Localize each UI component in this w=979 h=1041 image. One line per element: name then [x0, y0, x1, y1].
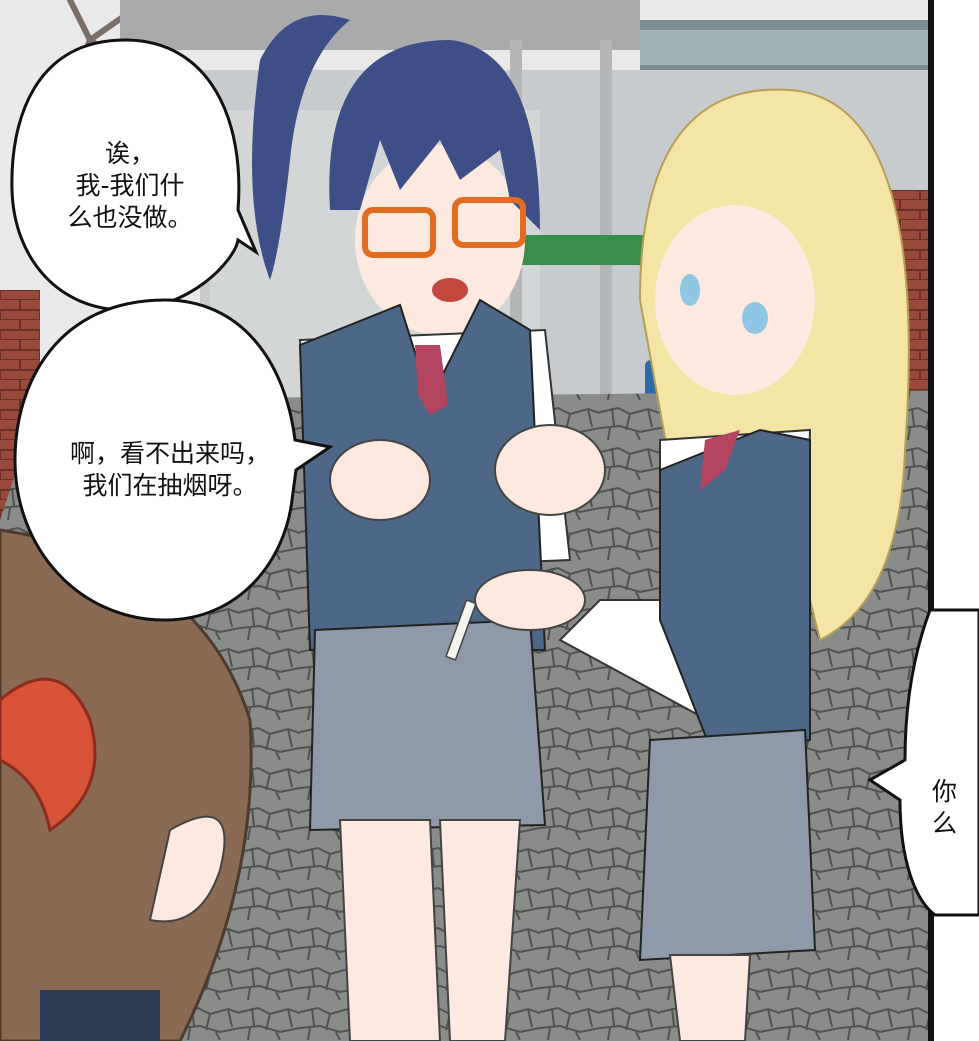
hand [474, 569, 586, 631]
speech-bubble-3 [867, 608, 979, 917]
legs [338, 819, 522, 1041]
building-window-band [640, 30, 979, 65]
face [355, 145, 525, 335]
open-hand [494, 424, 606, 516]
cigarette [445, 599, 477, 661]
ear [148, 815, 226, 923]
legs [668, 954, 752, 1041]
red-ribbon [0, 677, 97, 833]
bike-shed-roof [120, 0, 640, 50]
green-dumpster [520, 235, 660, 265]
mouth [432, 278, 468, 302]
speech-bubble-2-text: 啊，看不出来吗， 我们在抽烟呀。 [69, 439, 270, 500]
speech-bubble-2 [13, 298, 334, 622]
speech-bubble-1-text: 诶， 我-我们什 么也没做。 [67, 139, 193, 232]
speech-bubble-3-text: 你 么 [932, 777, 958, 838]
glasses-left [362, 207, 436, 258]
glasses-right [452, 197, 526, 248]
skirt [308, 618, 547, 832]
girl-with-glasses [252, 15, 606, 1041]
panel-gutter [928, 0, 934, 1041]
tie [700, 430, 740, 490]
face [655, 205, 815, 395]
raised-hand [329, 439, 431, 521]
bangs [329, 40, 540, 230]
ponytail [252, 15, 350, 280]
eye-left [680, 274, 700, 306]
eye-right [742, 302, 768, 334]
collar [40, 990, 160, 1041]
skirt [638, 728, 817, 962]
blonde-girl [474, 88, 910, 1041]
brown-haired-girl [0, 528, 253, 1041]
tie [415, 345, 448, 415]
vest [659, 428, 811, 762]
